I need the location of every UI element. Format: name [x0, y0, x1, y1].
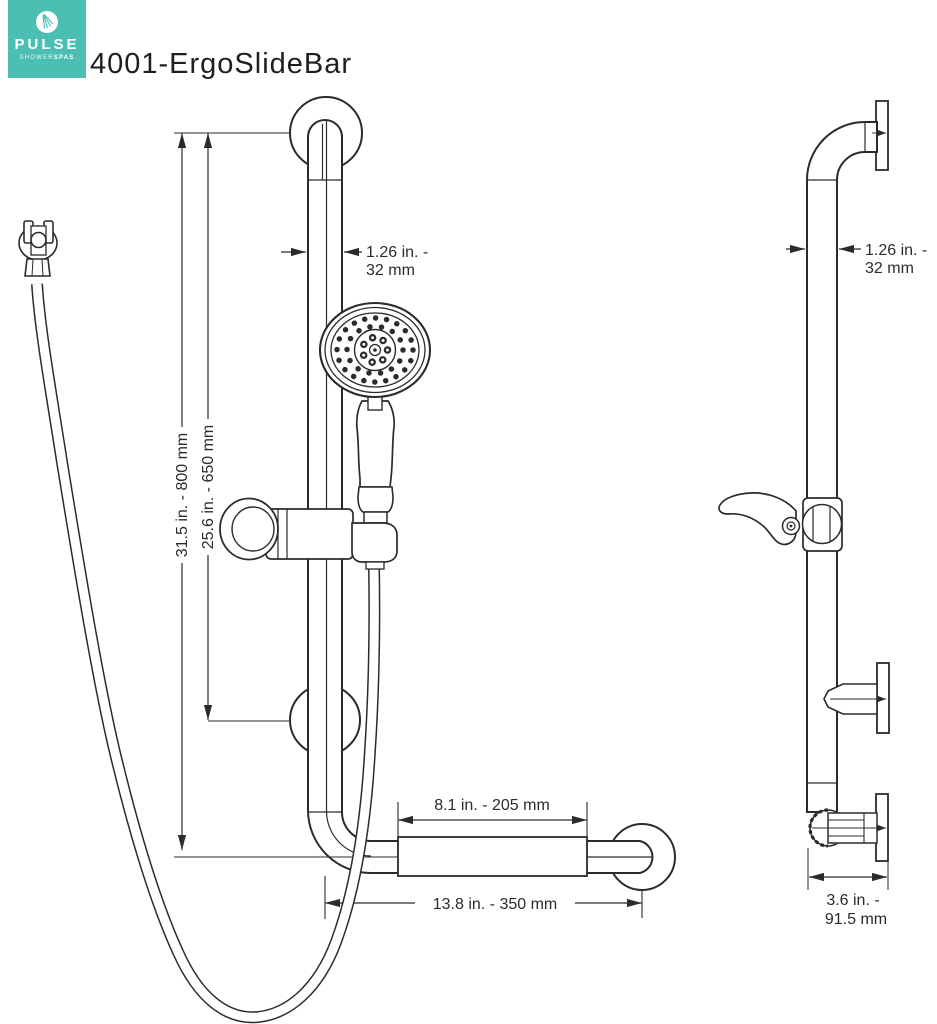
side-bracket: [718, 492, 843, 552]
bracket-cradle-cup: [351, 522, 398, 563]
hand-shower: [318, 301, 432, 524]
bracket-knob: [219, 497, 279, 561]
dim-wall-depth-label2: 91.5 mm: [825, 911, 887, 928]
front-slide-bar: [307, 119, 654, 874]
side-bottom-flange: [875, 793, 889, 862]
hose-end-connector: [18, 220, 58, 277]
ergonomic-lever: [718, 492, 797, 546]
logo-tagline: SHOWERSPAS: [19, 55, 75, 61]
dim-wall-depth: [807, 848, 889, 890]
dim-front-diameter-label2: 32 mm: [366, 262, 415, 279]
spray-nozzle-ring-inner: [344, 323, 406, 377]
dim-overall-width-label: 13.8 in. - 350 mm: [433, 896, 558, 913]
spray-nozzle-ring-outer: [334, 315, 416, 385]
pulse-logo: PULSE SHOWERSPAS: [8, 0, 86, 78]
page-title: 4001-ErgoSlideBar: [90, 48, 353, 80]
front-grip-section: [397, 836, 588, 877]
shower-spray-icon: [36, 11, 58, 33]
front-extension-lines: [174, 132, 643, 919]
logo-brand-text: PULSE: [14, 36, 80, 53]
side-supply-outlet: [808, 793, 889, 862]
shower-hose: [31, 283, 381, 1024]
side-lower-flange: [876, 662, 890, 734]
side-slide-bar: [806, 121, 878, 813]
hand-shower-handle: [355, 400, 396, 488]
dim-grip-label: 8.1 in. - 205 mm: [434, 797, 550, 814]
dim-side-diameter-label1: 1.26 in. -: [865, 242, 927, 259]
front-view: 31.5 in. - 800 mm 25.6 in. - 650 mm 1.26…: [18, 96, 676, 1024]
dim-side-diameter-label2: 32 mm: [865, 260, 914, 277]
side-lower-mount: [823, 662, 890, 734]
side-bar-detail-lines: [807, 122, 866, 784]
dim-front-diameter-label1: 1.26 in. -: [366, 244, 428, 261]
slider-bracket: [219, 497, 398, 570]
dim-overall-height-label: 31.5 in. - 800 mm: [174, 433, 191, 558]
dim-upper-mount-height-label: 25.6 in. - 650 mm: [200, 425, 217, 550]
dim-wall-depth-label1: 3.6 in. -: [826, 892, 879, 909]
side-view: 1.26 in. - 32 mm: [718, 100, 927, 928]
